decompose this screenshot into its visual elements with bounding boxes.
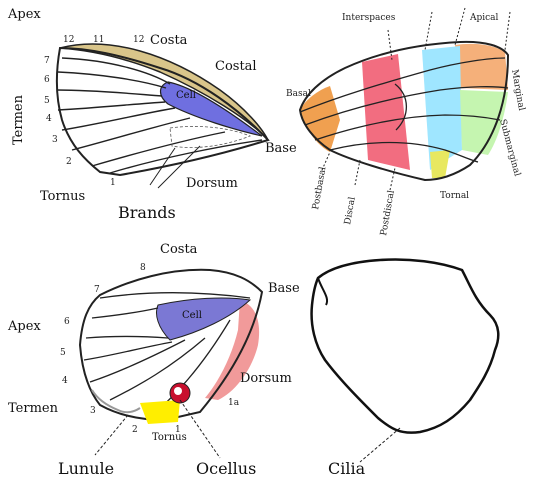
label-costal: Costal <box>215 59 257 74</box>
label-hw-dorsum: Dorsum <box>240 371 292 386</box>
vein-num-11: 11 <box>93 35 104 45</box>
label-termen: Termen <box>11 94 26 145</box>
label-interspaces: Interspaces <box>342 13 396 23</box>
hw-vein-5: 5 <box>60 348 66 358</box>
label-discal: Discal <box>343 196 358 225</box>
label-hw-base: Base <box>268 281 300 296</box>
label-hw-termen: Termen <box>8 401 59 416</box>
label-tornus: Tornus <box>40 189 85 204</box>
label-hw-cell: Cell <box>182 310 202 321</box>
label-apical: Apical <box>469 13 499 23</box>
hindwing-cilia-outline <box>312 259 499 432</box>
hw-vein-4: 4 <box>62 376 68 386</box>
label-tornal: Tornal <box>440 191 469 201</box>
vein-num-6: 6 <box>44 75 50 85</box>
vein-num-5: 5 <box>44 96 50 106</box>
label-marginal: Marginal <box>509 69 526 112</box>
termen-scallop <box>92 390 140 412</box>
label-ocellus: Ocellus <box>196 459 256 478</box>
hindwing-cell <box>157 298 251 340</box>
label-basal: Basal <box>286 89 311 99</box>
label-cilia: Cilia <box>328 459 366 478</box>
hw-vein-2: 2 <box>132 425 138 435</box>
hindwing-cilia-diagram: Cilia <box>312 259 499 478</box>
label-hw-costa: Costa <box>160 242 198 257</box>
label-submarginal: Submarginal <box>497 118 522 177</box>
hw-vein-8: 8 <box>140 263 146 273</box>
zone-discal <box>362 54 410 170</box>
forewing-zones-diagram: Interspaces Apical Marginal Submarginal … <box>286 8 526 237</box>
label-brands: Brands <box>118 203 176 222</box>
vein-num-4: 4 <box>46 114 52 124</box>
ocellus-inner <box>174 387 182 395</box>
label-dorsum: Dorsum <box>186 176 238 191</box>
vein-num-3: 3 <box>52 135 58 145</box>
vein-num-12b: 12 <box>133 35 144 45</box>
vein-num-12a: 12 <box>63 35 74 45</box>
zone-apical <box>455 44 508 90</box>
label-postbasal: Postbasal <box>311 166 328 211</box>
hindwing-lower-diagram: Costa Base Apex Cell Dorsum Termen Tornu… <box>7 242 300 478</box>
vein-num-1: 1 <box>110 178 116 188</box>
hw-vein-6: 6 <box>64 317 70 327</box>
label-costa: Costa <box>150 33 188 48</box>
hw-vein-3: 3 <box>90 406 96 416</box>
label-lunule: Lunule <box>58 459 114 478</box>
forewing-upper-diagram: Apex Costa Costal Cell Base Dorsum Tornu… <box>7 7 297 222</box>
label-hw-tornus: Tornus <box>152 432 187 443</box>
label-postdiscal: Postdiscal <box>379 189 397 236</box>
zone-tornal <box>430 150 450 178</box>
hw-vein-7: 7 <box>94 285 100 295</box>
lunule-spot <box>140 400 180 424</box>
label-base: Base <box>265 141 297 156</box>
label-cell: Cell <box>176 90 196 101</box>
hw-vein-1a: 1a <box>228 398 240 408</box>
vein-num-7: 7 <box>44 56 50 66</box>
hw-vein-1: 1 <box>175 425 181 435</box>
label-apex: Apex <box>7 7 41 22</box>
vein-num-2: 2 <box>66 157 72 167</box>
label-hw-apex: Apex <box>7 319 41 334</box>
